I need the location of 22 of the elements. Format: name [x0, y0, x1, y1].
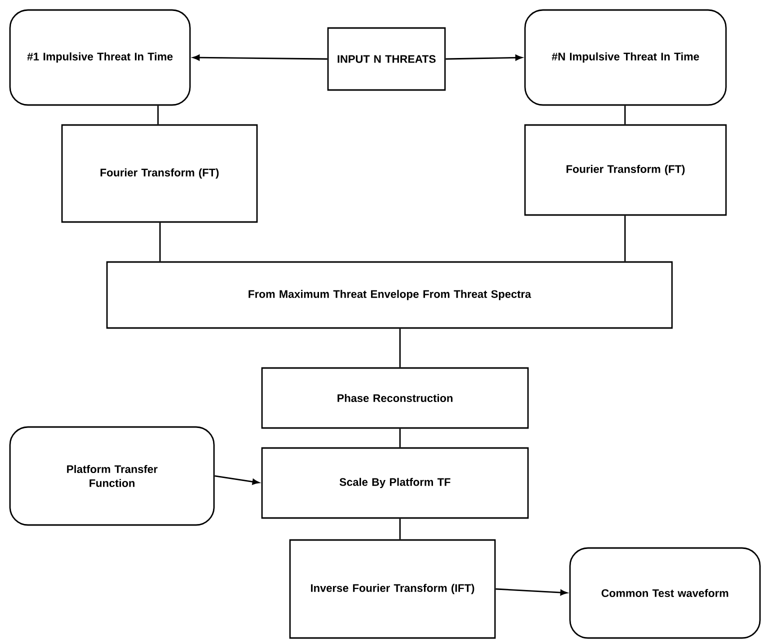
rounded-box: Common Test waveform	[569, 547, 761, 639]
process-box: INPUT N THREATS	[327, 27, 446, 91]
rounded-box: #N Impulsive Threat In Time	[524, 9, 727, 106]
connector-line	[624, 106, 626, 124]
arrow	[192, 54, 328, 61]
arrow	[214, 475, 260, 485]
arrow	[496, 588, 568, 596]
arrow	[446, 54, 522, 61]
connector-line	[399, 518, 401, 540]
connector-line	[399, 328, 401, 368]
connector-line	[624, 216, 626, 262]
connector-line	[159, 222, 161, 262]
process-box: Inverse Fourier Transform (IFT)	[289, 539, 496, 639]
rounded-box: #1 Impulsive Threat In Time	[9, 9, 191, 106]
process-box: Fourier Transform (FT)	[61, 124, 258, 223]
process-box: Fourier Transform (FT)	[524, 124, 727, 216]
connector-line	[157, 106, 159, 124]
connector-line	[399, 428, 401, 448]
process-box: Scale By Platform TF	[261, 447, 529, 519]
process-box: Phase Reconstruction	[261, 367, 529, 429]
process-box: From Maximum Threat Envelope From Threat Spectra	[106, 261, 673, 329]
rounded-box: Platform Transfer Function	[9, 426, 215, 526]
